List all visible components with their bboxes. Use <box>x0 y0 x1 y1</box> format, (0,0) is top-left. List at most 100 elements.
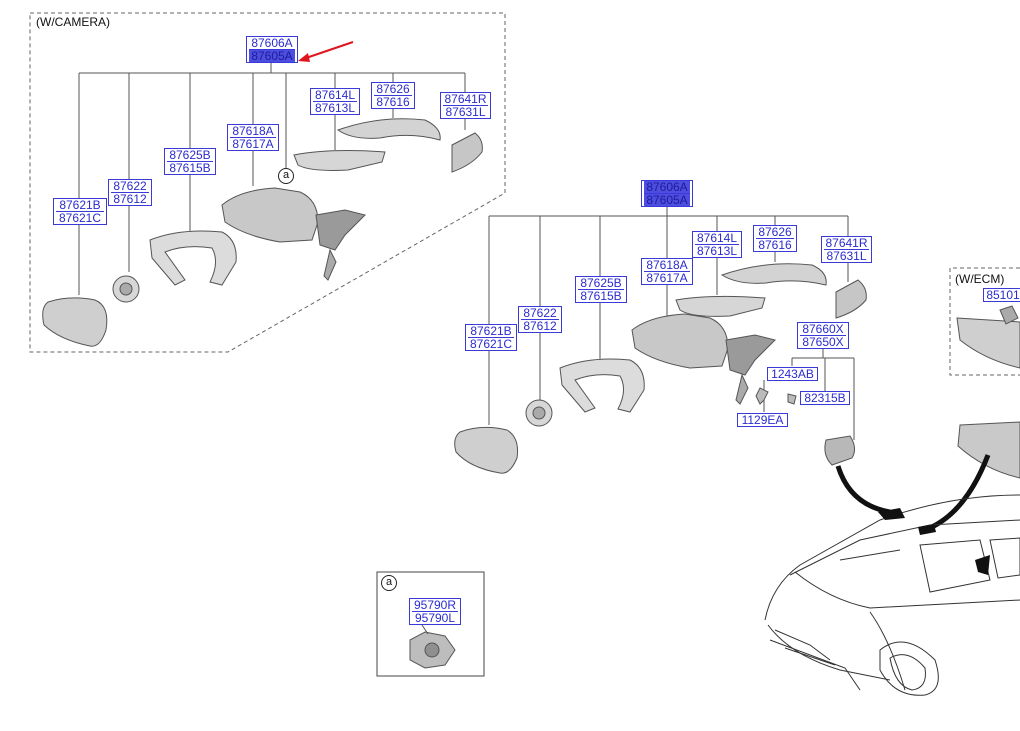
right-cover-upper-label[interactable]: 87614L 87613L <box>692 231 742 258</box>
part-number: 87621C <box>56 211 104 224</box>
part-number: 87616 <box>374 95 412 108</box>
part-number: 87612 <box>521 319 559 332</box>
part-number: 87618A <box>232 124 274 138</box>
vehicle-mirror-mark <box>878 508 905 520</box>
part-number: 87615B <box>167 161 213 174</box>
callout-a-label: a <box>381 575 397 591</box>
part-number: 87626 <box>376 82 410 96</box>
part-number: 87641R <box>825 236 868 250</box>
left-actuator-label[interactable]: 87622 87612 <box>108 179 152 206</box>
camera-unit <box>409 621 456 669</box>
part-number: 87612 <box>111 192 149 205</box>
right-cover-label[interactable]: 87626 87616 <box>753 225 797 252</box>
part-number: 87615B <box>578 289 624 302</box>
left-repeater <box>451 132 483 173</box>
vehicle-ecm-mark <box>918 524 936 535</box>
part-number: 87614L <box>696 231 738 245</box>
left-cover-label[interactable]: 87626 87616 <box>371 82 415 109</box>
left-glass-label[interactable]: 87621B 87621C <box>53 198 107 225</box>
inside-mirror-label[interactable]: 87660X 87650X <box>797 322 849 349</box>
screw-82315b <box>787 393 797 405</box>
red-arrow <box>305 41 354 59</box>
guide-curve-mirror <box>835 465 891 515</box>
part-number: 87625B <box>580 276 622 290</box>
vehicle-side-mark <box>975 555 990 575</box>
screw-b-label[interactable]: 1129EA <box>737 413 788 427</box>
callout-a-box <box>376 571 485 677</box>
camera-variant-boundary <box>29 12 506 353</box>
ecm-mirror-label[interactable]: 85101 <box>983 288 1020 302</box>
ecm-variant-label: (W/ECM) <box>955 272 1005 286</box>
right-mirror-glass <box>454 426 518 474</box>
left-cover-upper-label[interactable]: 87614L 87613L <box>310 88 360 115</box>
right-repeater <box>835 279 867 319</box>
part-number: 87613L <box>695 244 739 258</box>
part-number: 87621C <box>468 337 514 351</box>
left-leader-lines <box>78 62 466 295</box>
part-number: 87614L <box>314 88 356 102</box>
camera-unit-label[interactable]: 95790R 95790L <box>409 598 461 625</box>
right-housing-label[interactable]: 87625B 87615B <box>575 276 627 303</box>
callout-a-marker[interactable]: a <box>278 168 294 184</box>
part-number: 87618A <box>646 258 688 272</box>
right-motor <box>725 334 776 376</box>
part-number: 82315B <box>804 391 846 405</box>
right-glass-label[interactable]: 87621B 87621C <box>465 324 517 351</box>
part-number: 87631L <box>443 105 488 118</box>
screw-a-label[interactable]: 1243AB <box>767 367 818 381</box>
cover-b-label[interactable]: 82315B <box>800 391 850 405</box>
lower-inside-mirror <box>957 421 1020 479</box>
part-number: 87613L <box>313 101 357 115</box>
part-number-highlighted: 87605A <box>644 193 690 206</box>
part-number: 1129EA <box>741 413 784 427</box>
part-number: 87616 <box>756 238 794 251</box>
camera-variant-label: (W/CAMERA) <box>36 15 110 29</box>
part-number-highlighted: 87606A <box>644 181 690 193</box>
part-number: 87621B <box>470 324 512 338</box>
part-number: 87621B <box>59 198 101 212</box>
right-mirror-parts <box>454 263 867 474</box>
part-number: 87606A <box>251 36 293 50</box>
ecm-variant-boundary <box>949 267 1020 376</box>
part-number: 87626 <box>758 225 792 239</box>
right-frame <box>631 313 729 369</box>
part-number: 87650X <box>800 335 846 348</box>
right-cover-upper <box>675 295 766 317</box>
inside-mirror-base <box>824 435 856 466</box>
part-number: 87660X <box>802 322 844 336</box>
part-number: 95790R <box>413 598 457 612</box>
right-cover <box>720 263 827 286</box>
screw-1243ab <box>755 387 769 405</box>
vehicle-illustration <box>764 494 1020 696</box>
part-number: 87622 <box>523 306 557 320</box>
right-leader-lines <box>488 204 855 440</box>
part-number: 85101 <box>986 288 1020 302</box>
right-frame-label[interactable]: 87618A 87617A <box>641 258 693 285</box>
part-number: 87622 <box>113 179 147 193</box>
left-motor <box>315 209 366 251</box>
left-mirror-glass <box>42 297 108 347</box>
left-mirror-parts <box>42 118 483 347</box>
part-number: 95790L <box>412 611 458 624</box>
red-arrowhead <box>298 53 310 62</box>
ecm-mirror <box>956 317 1020 369</box>
right-housing <box>559 358 645 413</box>
part-number: 87625B <box>169 148 211 162</box>
part-number: 1243AB <box>771 367 814 381</box>
part-number: 87617A <box>230 137 276 150</box>
left-frame <box>221 187 319 243</box>
part-number-highlighted: 87605A <box>249 49 295 62</box>
left-frame-label[interactable]: 87618A 87617A <box>227 124 279 151</box>
part-number: 87641R <box>444 92 487 106</box>
right-repeater-label[interactable]: 87641R 87631L <box>821 236 872 263</box>
left-mirror-assembly-label[interactable]: 87606A 87605A <box>246 36 298 63</box>
left-repeater-label[interactable]: 87641R 87631L <box>440 92 491 119</box>
left-housing-label[interactable]: 87625B 87615B <box>164 148 216 175</box>
right-mirror-assembly-label[interactable]: 87606A 87605A <box>641 180 693 207</box>
left-housing <box>149 230 237 286</box>
part-number: 87631L <box>824 249 869 262</box>
right-actuator-label[interactable]: 87622 87612 <box>518 306 562 333</box>
left-cover <box>336 118 441 141</box>
